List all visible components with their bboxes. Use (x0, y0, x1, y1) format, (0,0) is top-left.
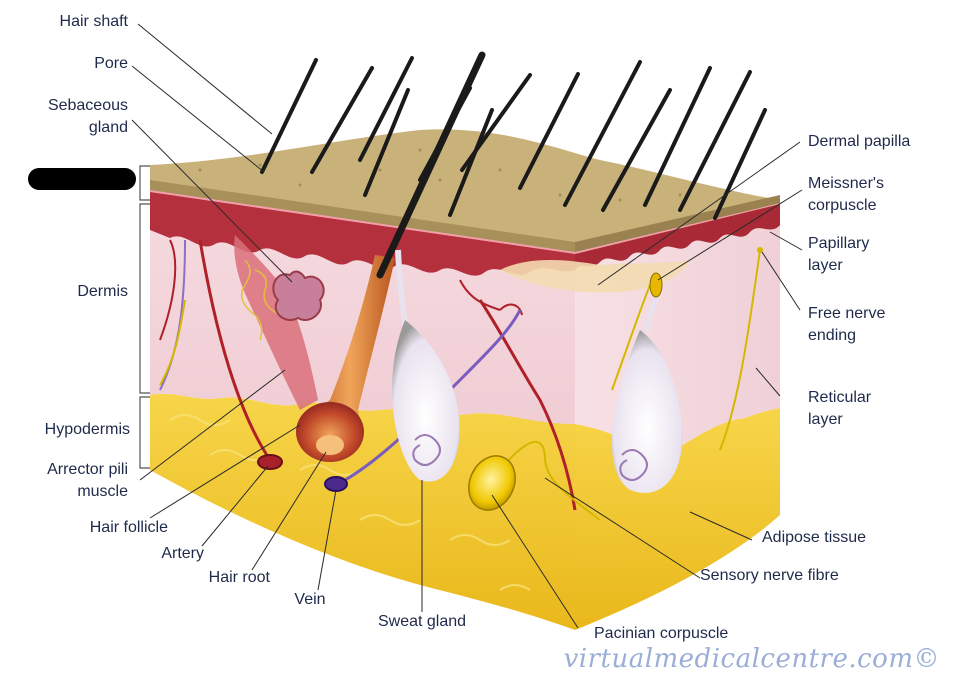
label-dermis: Dermis (20, 282, 128, 302)
label-sebaceous-line1: Sebaceous (20, 96, 128, 116)
sebaceous-gland (273, 272, 323, 320)
label-reticular-line1: Reticular (808, 388, 928, 408)
artery-cross-section (258, 455, 282, 469)
label-sensory-nerve-fibre: Sensory nerve fibre (700, 566, 900, 586)
label-free-nerve-line1: Free nerve (808, 304, 928, 324)
label-meissner-line1: Meissner's (808, 174, 948, 194)
label-papillary-line2: layer (808, 256, 928, 276)
label-hair-root: Hair root (170, 568, 270, 588)
label-pore: Pore (20, 54, 128, 74)
vein-cross-section (325, 477, 347, 491)
label-adipose-tissue: Adipose tissue (762, 528, 932, 548)
label-meissner-line2: corpuscle (808, 196, 948, 216)
label-free-nerve-line2: ending (808, 326, 928, 346)
label-hair-follicle: Hair follicle (40, 518, 168, 538)
label-arrector-pili-line1: Arrector pili (10, 460, 128, 480)
label-sebaceous-line2: gland (20, 118, 128, 138)
label-papillary-line1: Papillary (808, 234, 928, 254)
label-hair-shaft: Hair shaft (20, 12, 128, 32)
label-dermal-papilla: Dermal papilla (808, 132, 956, 152)
label-pacinian-corpuscle: Pacinian corpuscle (594, 624, 794, 644)
label-sweat-gland: Sweat gland (360, 612, 484, 632)
label-arrector-pili-line2: muscle (10, 482, 128, 502)
label-reticular-line2: layer (808, 410, 928, 430)
label-vein: Vein (280, 590, 340, 610)
label-hypodermis: Hypodermis (10, 420, 130, 440)
meissners-corpuscle (650, 273, 662, 297)
hair-papilla (316, 435, 344, 455)
redaction-mark (28, 168, 136, 190)
layer-brackets (140, 166, 150, 468)
label-artery: Artery (120, 544, 204, 564)
